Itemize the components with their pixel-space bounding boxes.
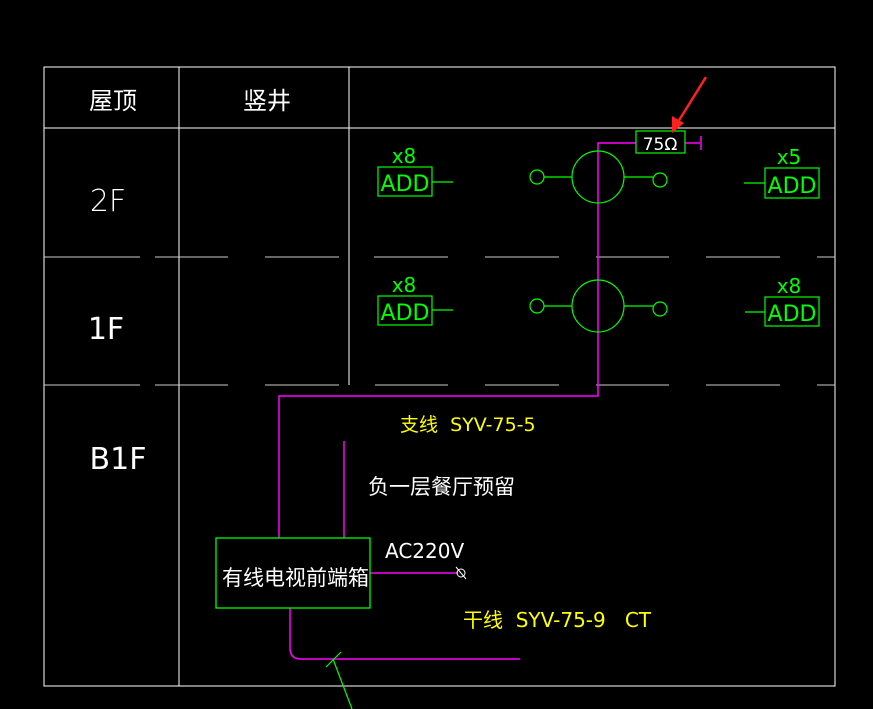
amplifier-1f-left: ADD x8 <box>377 273 453 326</box>
amplifier-2f-right: ADD x5 <box>744 145 820 199</box>
header-shaft: 竖井 <box>243 87 291 115</box>
amplifier-1f-right: ADD x8 <box>745 274 820 327</box>
terminator-resistor <box>635 130 686 154</box>
reserved-note: 负一层餐厅预留 <box>368 475 515 499</box>
amp-count: x8 <box>392 273 417 297</box>
trunk-line-label: 干线 SYV-75-9 CT <box>463 608 652 632</box>
cable-lines <box>278 142 700 660</box>
amp-label: ADD <box>768 302 817 327</box>
floor-label-2f: 2F <box>90 184 126 219</box>
branch-line-label: 支线 SYV-75-5 <box>400 414 536 436</box>
amp-count: x8 <box>777 274 802 298</box>
amp-label: ADD <box>381 172 430 197</box>
headend-box <box>215 537 371 609</box>
amp-count: x8 <box>392 144 417 168</box>
terminator-label: 75Ω <box>643 135 678 155</box>
amp-label: ADD <box>768 174 817 199</box>
splitter-2f <box>529 150 668 204</box>
amp-count: x5 <box>777 145 802 169</box>
floor-label-1f: 1F <box>88 312 124 347</box>
amplifier-2f-left: ADD x8 <box>377 144 453 197</box>
amp-label: ADD <box>381 301 430 326</box>
table-grid <box>43 66 836 687</box>
splitter-1f <box>529 279 668 333</box>
header-roof: 屋顶 <box>89 87 137 115</box>
power-outlet-icon <box>455 566 467 580</box>
floor-label-b1f: B1F <box>90 442 147 477</box>
floor-divider-dashed <box>44 256 835 386</box>
power-label: AC220V <box>385 539 464 563</box>
red-arrow-icon <box>672 76 708 133</box>
headend-box-label: 有线电视前端箱 <box>222 566 369 590</box>
trunk-entry-line <box>325 651 353 709</box>
